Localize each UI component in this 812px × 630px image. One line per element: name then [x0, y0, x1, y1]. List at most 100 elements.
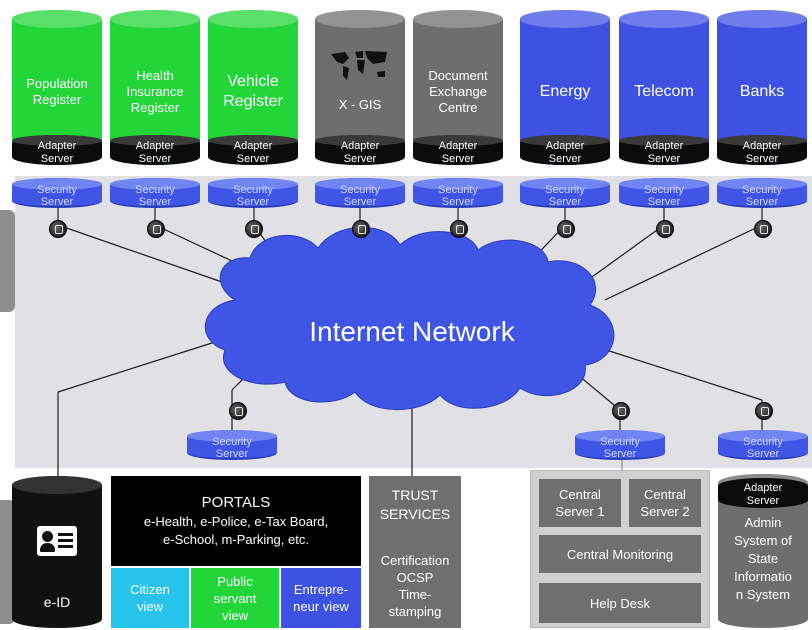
- adapter-server-label: Adapter Server: [233, 140, 273, 165]
- registry-label: Population Register: [26, 76, 88, 107]
- lock-icon: [450, 220, 468, 238]
- security-server-central[interactable]: Security Server: [575, 430, 665, 460]
- eid-label: e-ID: [43, 594, 71, 610]
- id-card-icon: [37, 526, 77, 556]
- lock-icon: [656, 220, 674, 238]
- security-server[interactable]: Security Server: [717, 178, 807, 208]
- portal-view-1[interactable]: Public servant view: [191, 568, 279, 628]
- help-desk[interactable]: Help Desk: [539, 583, 701, 623]
- security-server[interactable]: Security Server: [520, 178, 610, 208]
- lock-icon: [229, 402, 247, 420]
- registry-label: Telecom: [634, 83, 694, 100]
- link-banks: [604, 224, 763, 301]
- security-server[interactable]: Security Server: [619, 178, 709, 208]
- registry-label: Energy: [539, 83, 591, 100]
- adapter-server-label: Adapter Server: [135, 140, 175, 165]
- trust-services-box[interactable]: TRUST SERVICES Certification OCSP Time- …: [369, 476, 461, 628]
- id-card-line-icon: [58, 545, 73, 548]
- lock-icon: [612, 402, 630, 420]
- registry-cylinder-top: [208, 10, 298, 28]
- central-server-2[interactable]: Central Server 2: [629, 479, 701, 527]
- registry-label: X - GIS: [338, 97, 382, 112]
- trust-services-list: Certification OCSP Time- stamping: [380, 553, 450, 619]
- lock-icon: [147, 220, 165, 238]
- registry-cylinder-top: [110, 10, 200, 28]
- admin-system-label: Admin System of State Informatio n Syste…: [734, 515, 792, 602]
- adapter-server-label: Adapter Server: [37, 140, 77, 165]
- portals-box[interactable]: PORTALS e-Health, e-Police, e-Tax Board,…: [111, 476, 361, 566]
- adapter-server: Adapter Server: [717, 135, 807, 165]
- registry-label: Document Exchange Centre: [428, 68, 488, 115]
- security-server-portals[interactable]: Security Server: [187, 430, 277, 460]
- registry-label: Health Insurance Register: [126, 68, 184, 115]
- link-population: [57, 224, 246, 291]
- adapter-server-label: Adapter Server: [545, 140, 585, 165]
- lock-icon: [557, 220, 575, 238]
- portal-view-0[interactable]: Citizen view: [111, 568, 189, 628]
- security-server-label: Security Server: [644, 184, 684, 208]
- security-server-label: Security Server: [135, 184, 175, 208]
- adapter-server: Adapter Server: [315, 135, 405, 165]
- portal-view-2[interactable]: Entrepre- neur view: [281, 568, 361, 628]
- security-server-label: Security Server: [438, 184, 478, 208]
- id-card-line-icon: [58, 533, 73, 536]
- security-server-label: Security Server: [340, 184, 380, 208]
- registry-label: Banks: [739, 83, 785, 100]
- admin-system-database[interactable]: Adapter Server Admin System of State Inf…: [718, 474, 808, 628]
- eid-cylinder-top: [12, 476, 102, 494]
- portals-subtitle: e-Health, e-Police, e-Tax Board, e-Schoo…: [143, 514, 329, 547]
- left-edge-bar-top: [0, 210, 15, 312]
- security-server-label: Security Server: [37, 184, 77, 208]
- security-server-admin[interactable]: Security Server: [718, 430, 808, 460]
- registry-cylinder-top: [619, 10, 709, 28]
- security-server-label: Security Server: [233, 184, 273, 208]
- adapter-server: Adapter Server: [413, 135, 503, 165]
- adapter-server: Adapter Server: [520, 135, 610, 165]
- adapter-server-label: Adapter Server: [644, 140, 684, 165]
- adapter-server: Adapter Server: [619, 135, 709, 165]
- registry-cylinder-top: [520, 10, 610, 28]
- world-map-icon: [327, 46, 393, 86]
- adapter-server-label: Adapter Server: [438, 140, 478, 165]
- registry-cylinder-top: [413, 10, 503, 28]
- adapter-server: Adapter Server: [110, 135, 200, 165]
- security-server[interactable]: Security Server: [208, 178, 298, 208]
- lock-icon: [49, 220, 67, 238]
- registry-cylinder-top: [12, 10, 102, 28]
- security-server-label: Security Server: [742, 184, 782, 208]
- eid-database[interactable]: e-ID: [12, 476, 102, 628]
- security-server[interactable]: Security Server: [110, 178, 200, 208]
- adapter-server: Adapter Server: [12, 135, 102, 165]
- internet-network-label: Internet Network: [309, 316, 515, 347]
- id-card-head-icon: [42, 531, 53, 542]
- adapter-server-label: Adapter Server: [742, 140, 782, 165]
- registry-database-3[interactable]: X - GIS Adapter Server: [315, 10, 405, 165]
- registry-cylinder-top: [315, 10, 405, 28]
- security-server[interactable]: Security Server: [413, 178, 503, 208]
- lock-icon: [352, 220, 370, 238]
- adapter-server: Adapter Server: [208, 135, 298, 165]
- lock-icon: [754, 220, 772, 238]
- registry-label: Vehicle Register: [223, 73, 283, 110]
- link-admin-2: [599, 347, 763, 401]
- left-edge-bar-bottom: [0, 500, 15, 624]
- admin-adapter-server: Adapter Server: [718, 478, 808, 508]
- security-server-label: Security Server: [545, 184, 585, 208]
- lock-icon: [245, 220, 263, 238]
- lock-icon: [755, 402, 773, 420]
- security-server[interactable]: Security Server: [12, 178, 102, 208]
- registry-cylinder-top: [717, 10, 807, 28]
- central-monitoring[interactable]: Central Monitoring: [539, 535, 701, 573]
- link-telecom: [584, 224, 665, 283]
- trust-services-title: TRUST SERVICES: [379, 487, 451, 522]
- security-server[interactable]: Security Server: [315, 178, 405, 208]
- central-server-1[interactable]: Central Server 1: [539, 479, 621, 527]
- portals-title: PORTALS: [201, 494, 271, 511]
